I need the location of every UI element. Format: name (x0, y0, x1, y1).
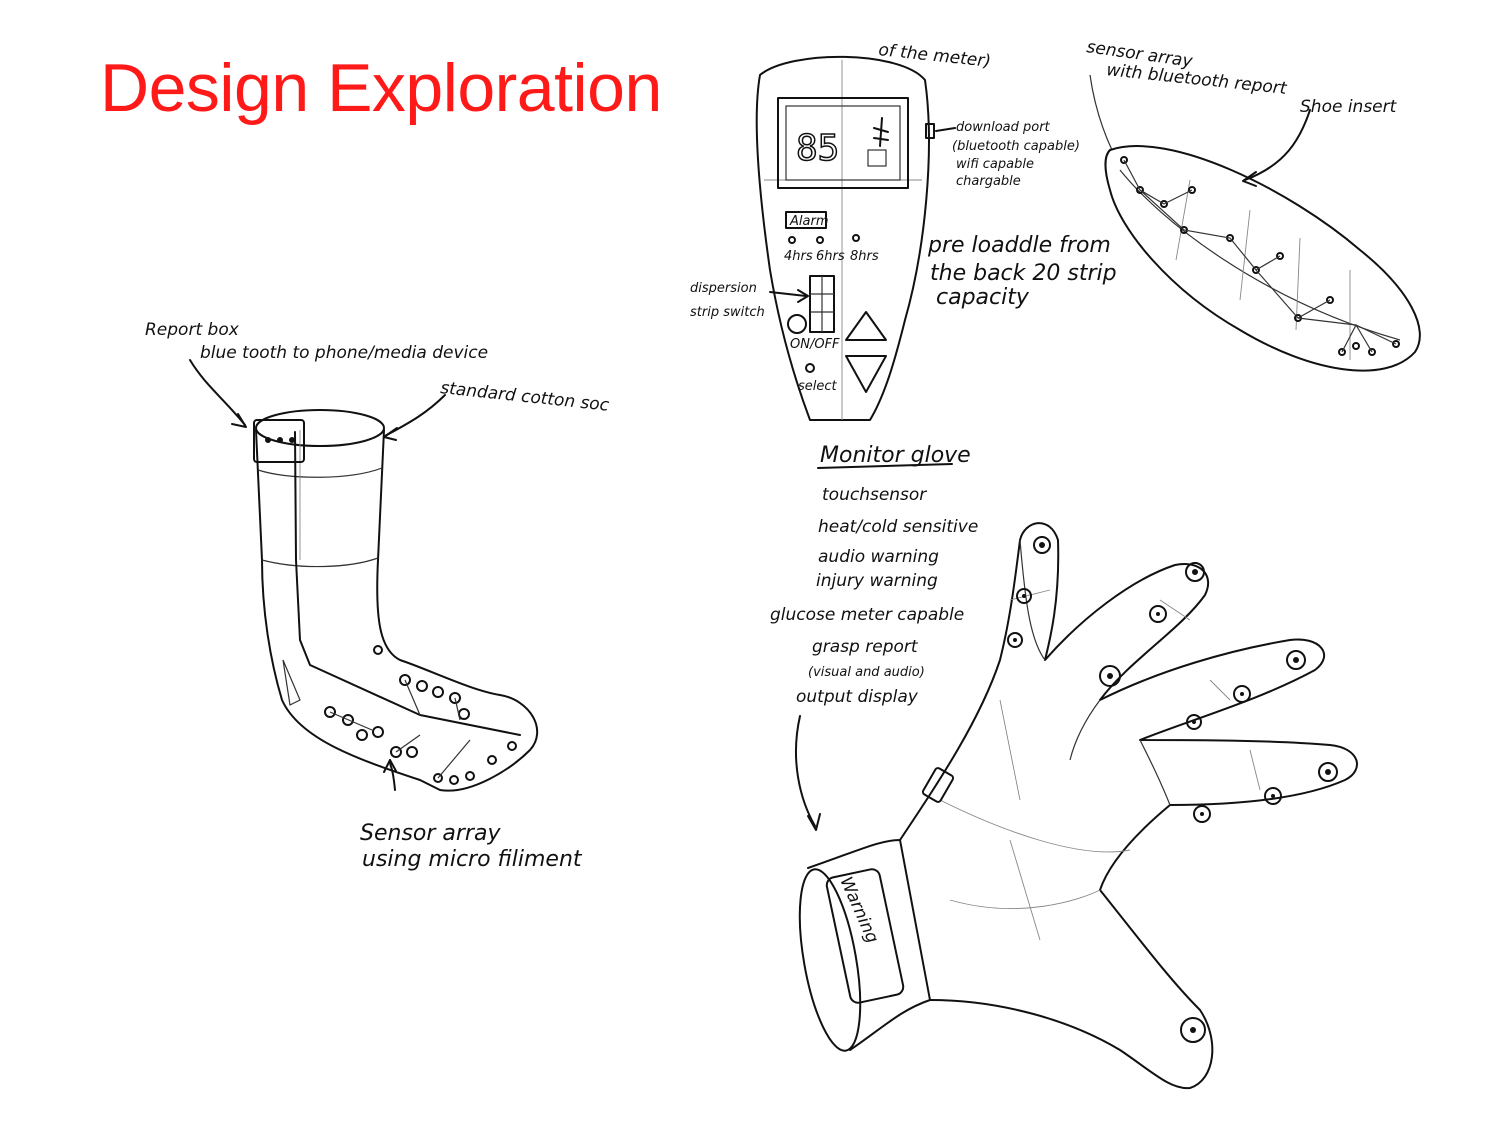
sock-heel-shade (283, 660, 300, 705)
glove-feature-6: grasp report (812, 637, 919, 657)
report-box-led-3 (289, 437, 295, 443)
report-box-led-2 (277, 437, 283, 443)
glove-touch-sensor-pad (922, 767, 954, 803)
glove-feature-2: heat/cold sensitive (818, 517, 978, 537)
insert-sensor-note-2: with bluetooth report (1105, 60, 1288, 99)
meter-display-value: 85 (796, 128, 839, 169)
meter-download-note-2: (bluetooth capable) (952, 139, 1080, 154)
meter-up-arrow (846, 312, 886, 340)
meter-alarm-time-3: 8hrs (850, 249, 879, 264)
meter-switch-marks (810, 276, 834, 332)
meter-download-note-3: wifi capable (956, 157, 1034, 172)
glove-finger-separations (1020, 540, 1170, 805)
meter-preload-note-2: the back 20 strip (930, 261, 1117, 286)
insert-arch-line (1120, 170, 1400, 340)
meter-battery-icon (868, 150, 886, 166)
glove-feature-4: injury warning (816, 571, 938, 591)
meter-download-note-4: chargable (956, 174, 1021, 189)
sock-sensor-note-1: Sensor array (360, 821, 501, 846)
sock-cuff (256, 410, 384, 446)
meter-body (757, 57, 929, 420)
meter-preload-note-1: pre loaddle from (927, 233, 1111, 258)
glove-warning-label: Warning (835, 874, 882, 947)
glove-output-arrow (796, 716, 815, 826)
glove-cuff-band (808, 840, 930, 1050)
insert-sensor-network (1124, 160, 1396, 352)
report-box-led-1 (265, 437, 271, 443)
insert-shoe-note: Shoe insert (1300, 97, 1398, 117)
sock-bluetooth-note: blue tooth to phone/media device (200, 343, 488, 363)
glove-sketch: Monitor glove touchsensor heat/cold sens… (770, 443, 1357, 1088)
sock-report-arrowhead (232, 414, 246, 427)
glove-knuckle-lines (1010, 590, 1260, 790)
glove-hand-outline (900, 523, 1357, 1088)
meter-power-button (788, 315, 806, 333)
insert-outline (1106, 146, 1420, 371)
sock-cotton-note: standard cotton soc (439, 378, 610, 416)
meter-sketch: of the meter) 85 download port (bluetoot… (690, 40, 1117, 420)
meter-signal-icon (874, 118, 888, 146)
meter-dispersion-note-2: strip switch (690, 305, 765, 320)
meter-dispersion-note-1: dispersion (690, 281, 757, 296)
sock-sketch: Report box blue tooth to phone/media dev… (145, 320, 611, 872)
sock-sensor-note-2: using micro filiment (362, 847, 583, 872)
glove-feature-8: output display (796, 687, 919, 707)
meter-alarm-time-1: 4hrs (784, 249, 813, 264)
glove-feature-7: (visual and audio) (808, 665, 925, 680)
meter-download-note-1: download port (956, 120, 1051, 135)
insert-sensor-leader (1090, 75, 1112, 150)
meter-down-arrow (846, 356, 886, 392)
meter-onoff-label: ON/OFF (790, 337, 840, 352)
glove-feature-1: touchsensor (822, 485, 927, 505)
meter-preload-note-3: capacity (936, 285, 1030, 310)
sock-rib-2 (262, 558, 378, 567)
sock-rib-1 (258, 468, 382, 477)
sock-report-arrow (190, 360, 245, 425)
sock-filament-branches (330, 680, 470, 778)
glove-palm-panels (940, 700, 1130, 940)
meter-download-port (926, 124, 934, 138)
meter-select-button (806, 364, 814, 372)
insert-sketch: sensor array with bluetooth report Shoe … (1085, 37, 1420, 370)
meter-alarm-time-2: 6hrs (816, 249, 845, 264)
meter-download-arrow (936, 128, 955, 131)
glove-sensors (1008, 537, 1337, 1042)
glove-feature-5: glucose meter capable (770, 605, 964, 625)
meter-select-label: select (798, 379, 838, 394)
insert-shoe-arrow (1245, 110, 1310, 180)
glove-feature-3: audio warning (818, 547, 939, 567)
sock-report-box-note: Report box (145, 320, 240, 340)
insert-section-lines (1176, 180, 1350, 360)
meter-top-note: of the meter) (877, 40, 991, 72)
meter-alarm-label: Alarm (789, 214, 828, 229)
